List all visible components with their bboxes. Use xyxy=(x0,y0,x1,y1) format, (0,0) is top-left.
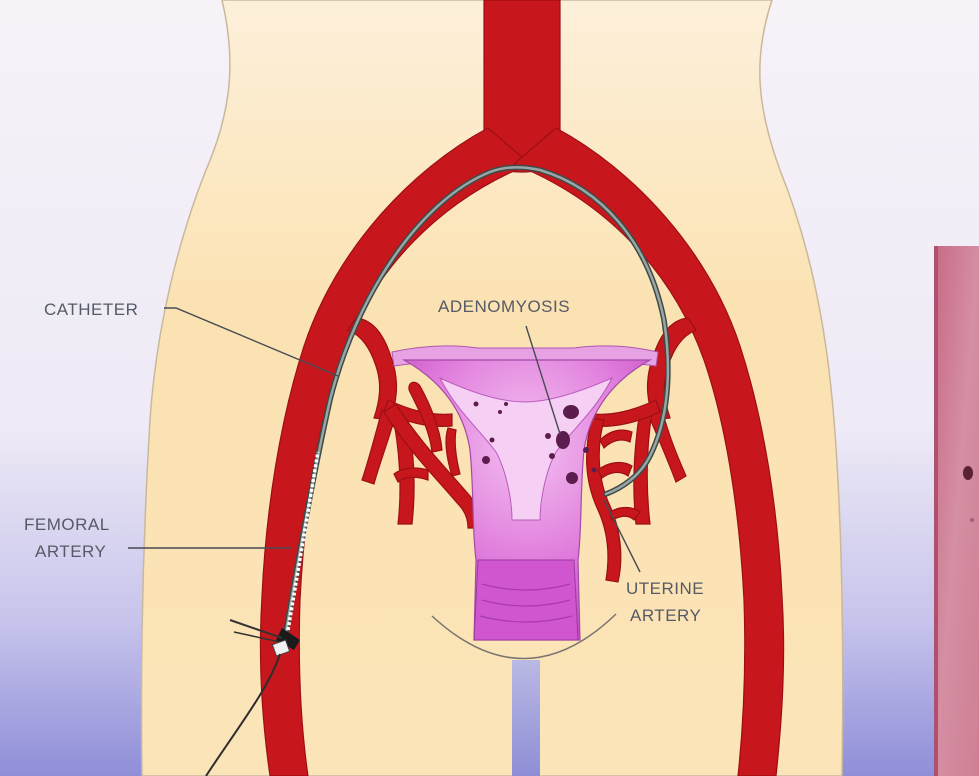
uterine-label-line1: UTERINE xyxy=(626,579,704,598)
uterine-label-line2: ARTERY xyxy=(630,606,701,625)
femoral-label-line2: ARTERY xyxy=(35,542,106,561)
cervix xyxy=(474,560,578,640)
femoral-label-line1: FEMORAL xyxy=(24,515,110,534)
catheter-label: CATHETER xyxy=(44,300,138,319)
vaginal-canal xyxy=(512,660,540,776)
photo-panel xyxy=(934,246,979,776)
adenomyosis-label: ADENOMYOSIS xyxy=(438,297,570,316)
